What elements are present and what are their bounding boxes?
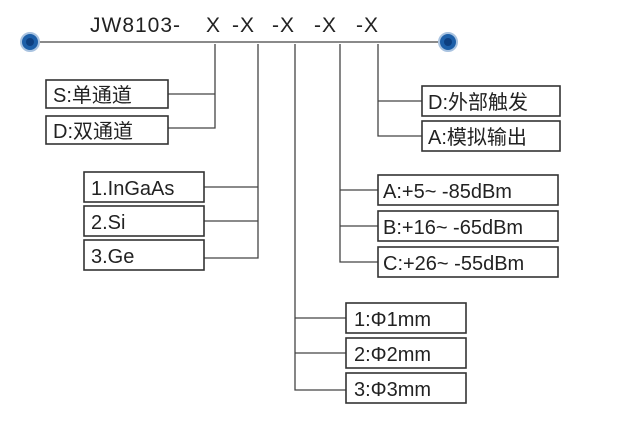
output-option-trigger: D:外部触发 [428, 91, 528, 114]
output-option-analog: A:模拟输出 [428, 126, 527, 149]
channel-option-single: S:单通道 [53, 84, 132, 107]
range-option-b: B:+16~ -65dBm [383, 217, 523, 239]
fiber-option-box [345, 337, 467, 369]
range-option-box [377, 246, 559, 278]
right-endpoint-icon [438, 32, 458, 52]
fiber-option-box [345, 302, 467, 334]
left-endpoint-icon [20, 32, 40, 52]
channel-option-dual: D:双通道 [53, 120, 133, 143]
output-group: D:外部触发 A:模拟输出 [377, 44, 561, 152]
range-group: A:+5~ -85dBm B:+16~ -65dBm C:+26~ -55dBm [339, 44, 559, 278]
code-segment-output: -X [356, 14, 379, 37]
detector-option-box [83, 171, 205, 203]
code-segment-detector: -X [232, 14, 255, 37]
range-option-box [377, 210, 559, 242]
detector-option-si: 2.Si [91, 212, 125, 234]
code-segment-fiber: -X [272, 14, 295, 37]
fiber-option-2mm: 2:Φ2mm [354, 344, 431, 366]
detector-option-ge: 3.Ge [91, 246, 134, 268]
detector-option-box [83, 239, 205, 271]
channel-option-box [45, 79, 169, 109]
channel-group: S:单通道 D:双通道 [45, 44, 216, 145]
channel-option-box [45, 115, 169, 145]
range-option-a: A:+5~ -85dBm [383, 181, 512, 203]
code-segment-range: -X [314, 14, 337, 37]
output-option-box [421, 85, 561, 117]
model-code-prefix: JW8103- [90, 14, 181, 37]
fiber-group: 1:Φ1mm 2:Φ2mm 3:Φ3mm [294, 44, 467, 404]
code-segment-channel: X [206, 14, 221, 37]
detector-option-box [83, 205, 205, 237]
range-option-box [377, 174, 559, 206]
fiber-option-box [345, 372, 467, 404]
detector-option-ingaas: 1.InGaAs [91, 178, 174, 200]
range-option-c: C:+26~ -55dBm [383, 253, 524, 275]
fiber-option-1mm: 1:Φ1mm [354, 309, 431, 331]
output-option-box [421, 120, 561, 152]
fiber-option-3mm: 3:Φ3mm [354, 379, 431, 401]
detector-group: 1.InGaAs 2.Si 3.Ge [83, 44, 259, 271]
